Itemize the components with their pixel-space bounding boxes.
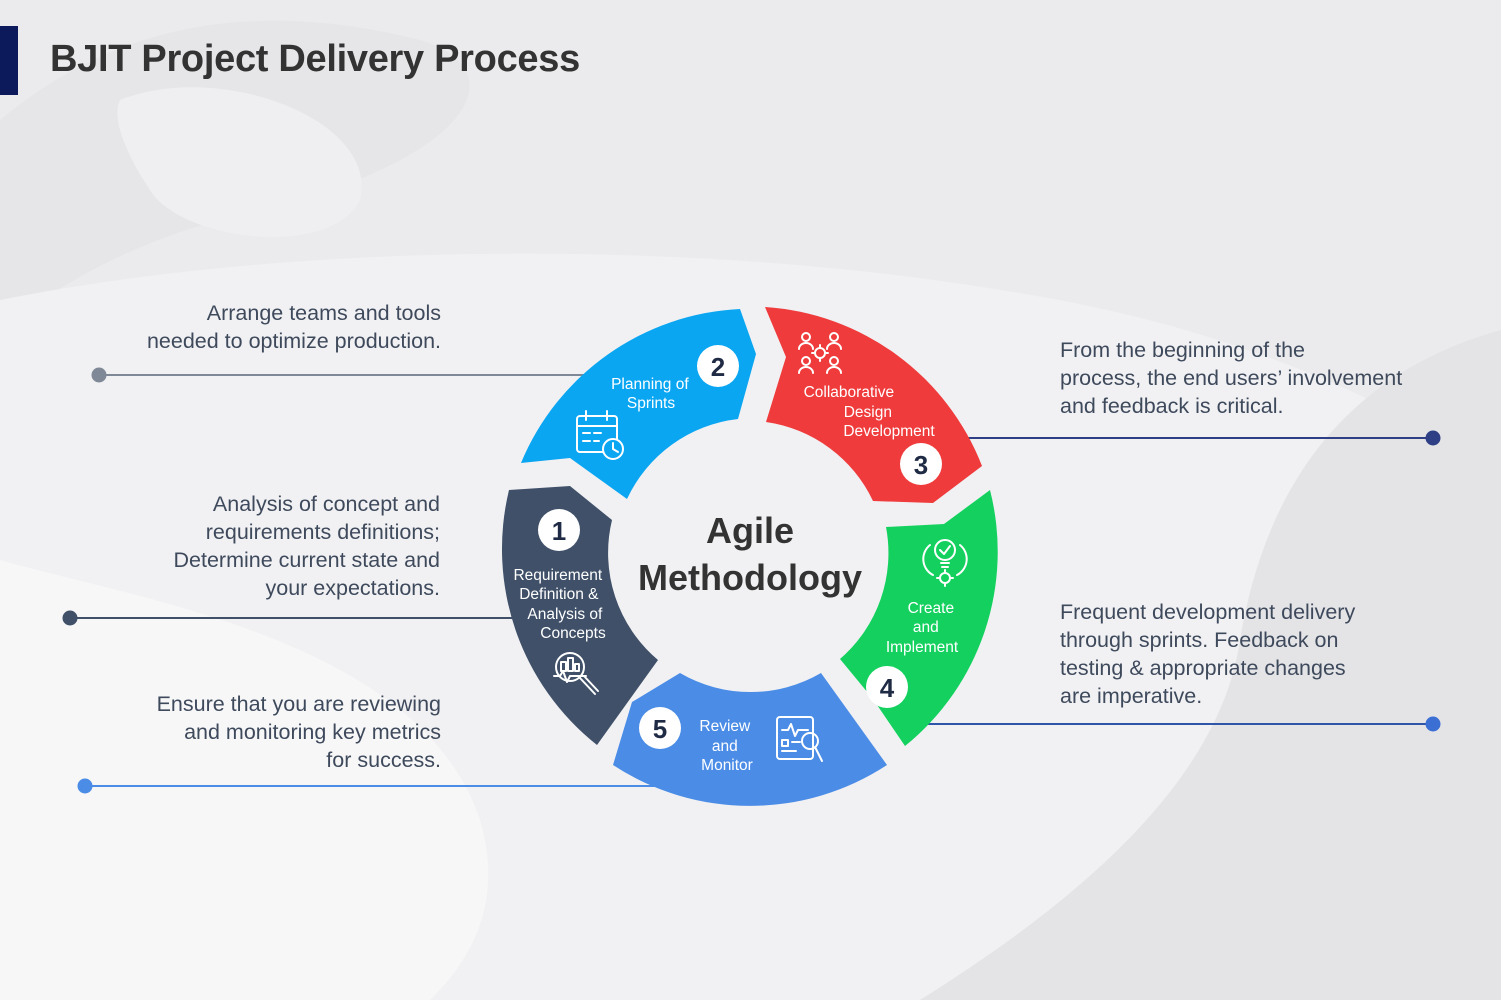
team-network-icon [798,332,842,374]
connector-step-5 [77,778,670,794]
step-2-number: 2 [711,352,725,382]
step-5-description-line: for success. [326,748,441,772]
step-2-label: Planning of Sprints [611,376,693,412]
step-1-description-line: your expectations. [265,576,441,600]
step-2-description: Arrange teams and tools needed to optimi… [147,299,441,355]
step-1-description-line: requirements definitions; [205,520,440,544]
step-4-description-line: Frequent development delivery [1060,600,1356,624]
title-accent-bar [0,26,18,95]
step-4-number: 4 [880,673,895,703]
step-3-label: Collaborative Design Development [804,384,936,440]
lightbulb-gear-icon [922,539,968,587]
step-4-description-line: through sprints. Feedback on [1060,628,1339,652]
step-2-description-line: Arrange teams and tools [206,301,441,325]
step-4-badge: 4 [866,666,908,708]
step-4-description-line: are imperative. [1060,684,1203,708]
step-4-description: Frequent development delivery through sp… [1060,598,1355,710]
calendar-clock-icon [576,410,624,460]
connector-step-4 [920,716,1441,732]
step-5-description-line: and monitoring key metrics [184,720,441,744]
step-3-badge: 3 [900,443,942,485]
step-4-description-line: testing & appropriate changes [1060,656,1346,680]
connector-step-3 [960,430,1441,446]
step-5-description: Ensure that you are reviewing and monito… [157,690,441,774]
step-1-description-line: Determine current state and [173,548,441,572]
connector-step-1 [62,610,520,626]
center-title-line-1: Agile [706,510,794,551]
step-1-description: Analysis of concept and requirements def… [174,490,441,602]
page-title: BJIT Project Delivery Process [50,38,580,80]
connector-step-2 [91,367,592,383]
step-1-badge: 1 [538,509,580,551]
step-5-number: 5 [653,714,667,744]
step-5-segment [613,673,887,806]
step-2-description-line: needed to optimize production. [146,329,441,353]
step-4-label: Create and Implement [886,600,959,656]
step-3-description: From the beginning of the process, the e… [1060,336,1402,420]
step-3-description-line: process, the end users’ involvement [1060,366,1403,390]
step-4-segment [840,490,998,746]
step-1-label: Requirement Definition & Analysis of Con… [513,567,606,642]
step-1-description-line: Analysis of concept and [212,492,440,516]
step-5-badge: 5 [639,707,681,749]
step-1-segment [501,486,658,745]
report-search-icon [776,716,823,762]
step-2-badge: 2 [697,345,739,387]
step-3-number: 3 [914,450,928,480]
step-5-description-line: Ensure that you are reviewing [156,692,441,716]
step-3-description-line: and feedback is critical. [1060,394,1284,418]
step-1-number: 1 [552,516,566,546]
step-5-label: Review and Monitor [699,718,754,774]
magnifier-chart-icon [553,652,599,695]
step-3-description-line: From the beginning of the [1060,338,1306,362]
center-title-line-2: Methodology [638,557,862,598]
